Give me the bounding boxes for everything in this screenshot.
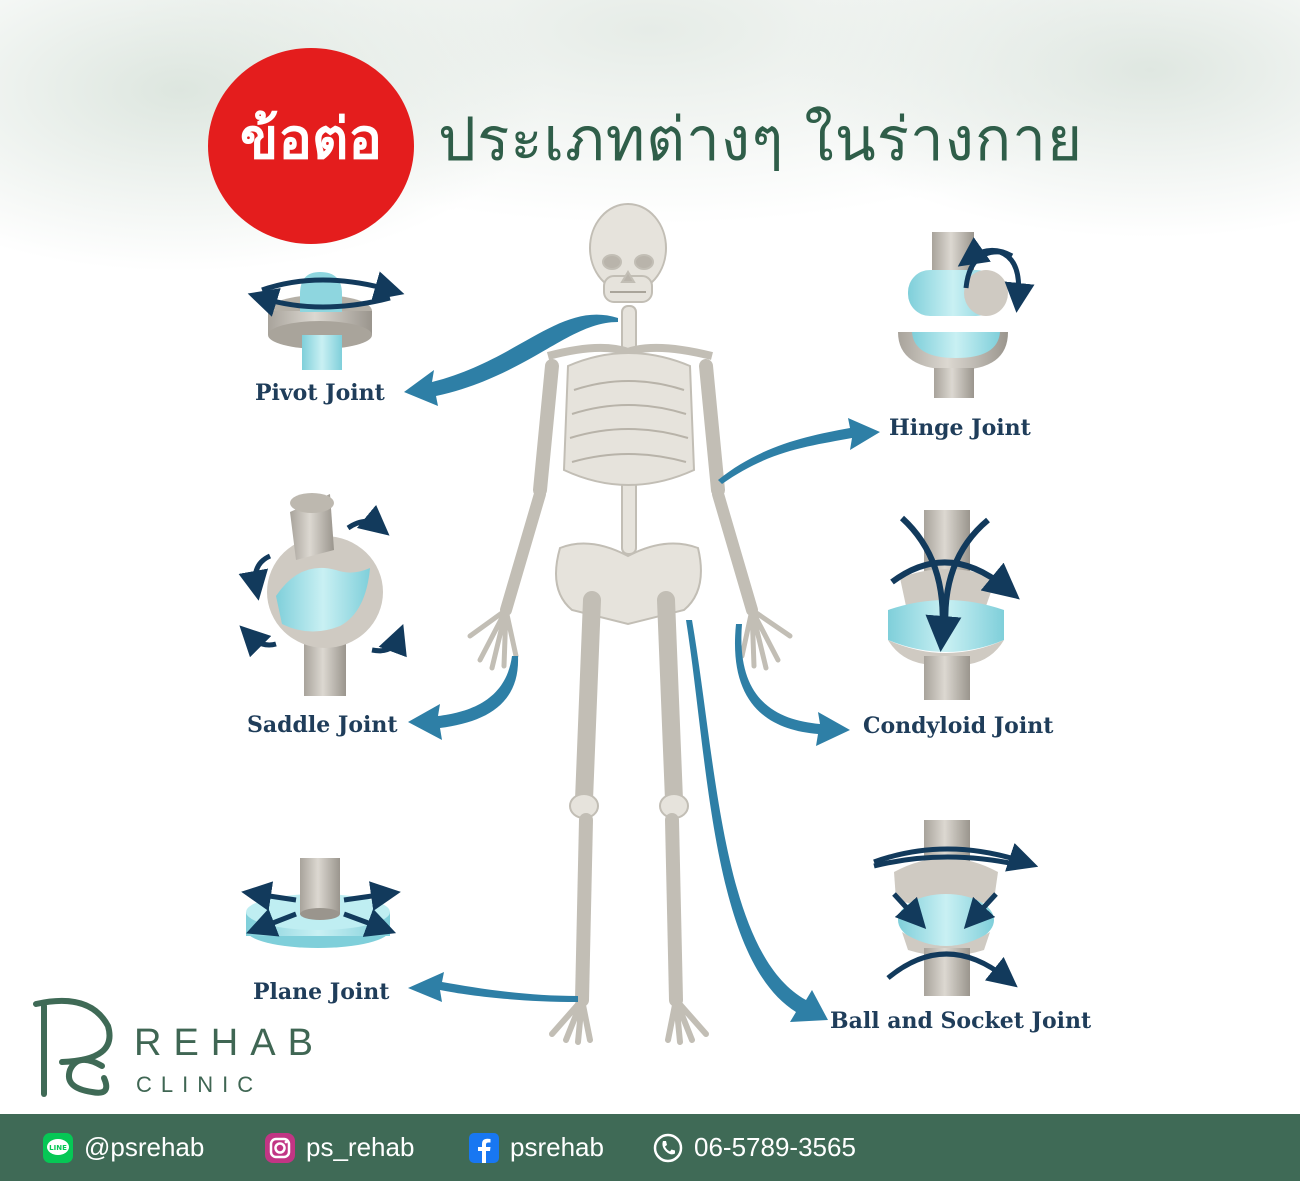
hinge-joint-icon [898, 232, 1035, 398]
saddle-joint-icon [238, 493, 407, 696]
arrow-saddle [408, 656, 519, 740]
label-plane-joint: Plane Joint [253, 979, 390, 1005]
arrow-condyloid [734, 624, 850, 746]
phone-number: 06-5789-3565 [694, 1132, 856, 1162]
arrow-pivot [404, 314, 618, 406]
brand-name: REHAB [134, 1022, 325, 1064]
label-saddle-joint: Saddle Joint [247, 712, 398, 738]
title-highlight: ข้อต่อ [240, 107, 382, 172]
phone-icon [653, 1133, 683, 1162]
facebook-icon [469, 1132, 499, 1163]
brand-sub: CLINIC [136, 1072, 263, 1097]
contact-footer: LINE @psrehab ps_rehab psrehab [0, 1114, 1300, 1181]
label-ball-socket-joint: Ball and Socket Joint [830, 1008, 1092, 1034]
arrow-hinge [718, 418, 880, 484]
pivot-joint-icon [247, 271, 405, 370]
title-text: ประเภทต่างๆ ในร่างกาย [438, 105, 1084, 175]
label-condyloid-joint: Condyloid Joint [863, 713, 1054, 739]
label-pivot-joint: Pivot Joint [255, 380, 385, 406]
facebook-handle: psrehab [510, 1132, 604, 1162]
ps-logo-icon [33, 997, 113, 1097]
line-handle: @psrehab [84, 1132, 205, 1162]
title-badge: ข้อต่อ [208, 48, 414, 244]
condyloid-joint-icon [888, 510, 1020, 700]
ball-socket-joint-icon [873, 820, 1039, 996]
line-icon: LINE [43, 1132, 73, 1163]
plane-joint-icon [241, 858, 401, 948]
facebook-contact[interactable]: psrehab [468, 1114, 604, 1181]
arrow-plane [408, 972, 578, 1002]
instagram-handle: ps_rehab [306, 1132, 415, 1162]
phone-contact[interactable]: 06-5789-3565 [652, 1114, 856, 1181]
label-hinge-joint: Hinge Joint [889, 415, 1031, 441]
instagram-contact[interactable]: ps_rehab [264, 1114, 414, 1181]
skeleton-illustration [467, 203, 793, 1045]
svg-text:LINE: LINE [49, 1144, 67, 1152]
arrow-ball-socket [686, 620, 828, 1022]
line-contact[interactable]: LINE @psrehab [42, 1114, 204, 1181]
instagram-icon [265, 1132, 295, 1163]
pointer-arrows [404, 314, 880, 1022]
